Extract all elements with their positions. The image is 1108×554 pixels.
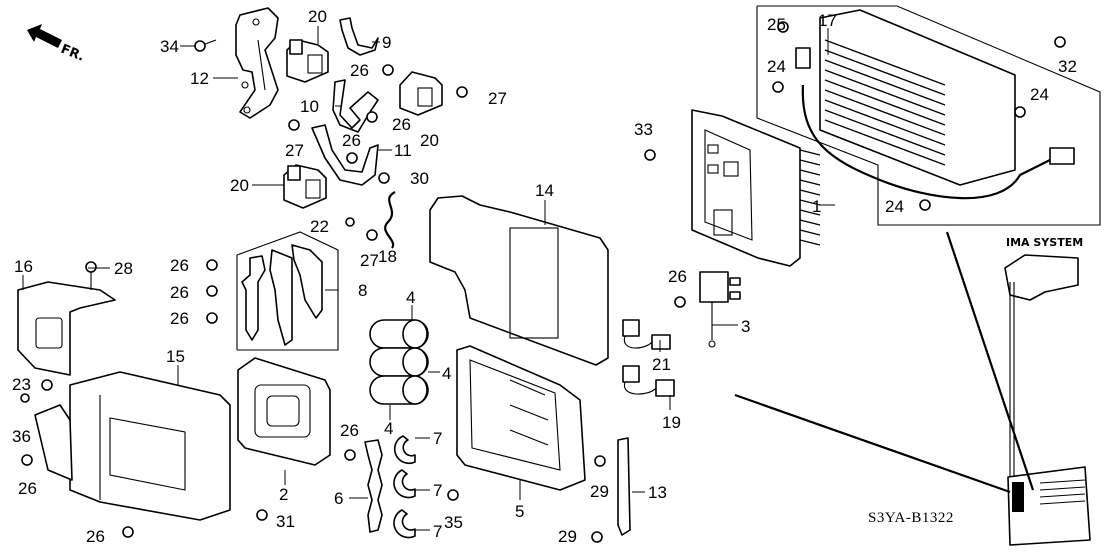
- front-direction-arrow-icon: FR.: [27, 24, 86, 65]
- callout-3: 3: [741, 317, 750, 336]
- callout-7: 7: [433, 522, 442, 541]
- callout-16: 16: [14, 257, 33, 276]
- sensor-20-right: [399, 71, 443, 116]
- callout-27: 27: [360, 251, 379, 270]
- callout-4: 4: [406, 288, 415, 307]
- callout-20: 20: [308, 7, 327, 26]
- callout-26: 26: [170, 256, 189, 275]
- callout-36: 36: [12, 427, 31, 446]
- callout-18: 18: [378, 247, 397, 266]
- harness-21: [622, 319, 671, 350]
- stay-13: [617, 437, 631, 536]
- inset-pointer-line-a: [945, 231, 1035, 491]
- bracket-side: [34, 404, 73, 481]
- callout-27: 27: [285, 141, 304, 160]
- callout-27: 27: [488, 89, 507, 108]
- fasteners: [20, 21, 1066, 543]
- callout-6: 6: [334, 489, 343, 508]
- cover-16: [17, 281, 116, 376]
- callout-10: 10: [300, 97, 319, 116]
- cover-14: [429, 195, 609, 366]
- leader-lines: [22, 26, 835, 531]
- callout-12: 12: [190, 69, 209, 88]
- pcu-module-1: [691, 109, 821, 267]
- callout-30: 30: [410, 169, 429, 188]
- callout-26: 26: [392, 115, 411, 134]
- callout-28: 28: [114, 259, 133, 278]
- callouts: 1 2 3 4 4 4 5 6 7 7 7 8 9 10 11 12 13 14…: [12, 7, 1077, 546]
- callout-29: 29: [590, 482, 609, 501]
- capacitors-4: [369, 319, 429, 405]
- callout-24: 24: [1030, 85, 1049, 104]
- frame-5: [456, 345, 586, 491]
- callout-20: 20: [230, 176, 249, 195]
- callout-15: 15: [166, 347, 185, 366]
- callout-7: 7: [433, 429, 442, 448]
- callout-21: 21: [652, 355, 671, 374]
- ima-system-inset: IMA SYSTEM: [1004, 236, 1091, 546]
- callout-17: 17: [818, 11, 837, 30]
- wire-18: [384, 191, 396, 249]
- callout-1: 1: [812, 197, 821, 216]
- callout-4: 4: [442, 364, 451, 383]
- callout-32: 32: [1058, 57, 1077, 76]
- callout-24: 24: [885, 197, 904, 216]
- callout-22: 22: [310, 217, 329, 236]
- ecu-2: [237, 357, 331, 466]
- callout-5: 5: [515, 502, 524, 521]
- callout-31: 31: [276, 512, 295, 531]
- callout-13: 13: [648, 483, 667, 502]
- callout-7: 7: [433, 481, 442, 500]
- inset-title: IMA SYSTEM: [1006, 236, 1083, 249]
- clamp-holder-6: [364, 439, 383, 533]
- callout-26: 26: [170, 283, 189, 302]
- callout-33: 33: [634, 120, 653, 139]
- callout-34: 34: [160, 37, 179, 56]
- bracket-set-8: [236, 231, 339, 351]
- callout-4: 4: [384, 419, 393, 438]
- part-12-bracket: [235, 7, 279, 119]
- sensor-20-left: [283, 164, 327, 209]
- callout-26: 26: [170, 309, 189, 328]
- callout-26: 26: [342, 131, 361, 150]
- callout-20: 20: [420, 131, 439, 150]
- stay-9: [339, 17, 379, 56]
- callout-9: 9: [382, 33, 391, 52]
- stay-11: [311, 124, 379, 186]
- callout-26: 26: [340, 421, 359, 440]
- callout-26: 26: [668, 267, 687, 286]
- diagram-code: S3YA-B1322: [868, 510, 954, 526]
- inset-pointer-line-b: [734, 393, 1011, 494]
- callout-24: 24: [767, 57, 786, 76]
- battery-module-17: [756, 5, 1101, 226]
- clamps-7: [393, 435, 416, 539]
- harness-19: [622, 365, 675, 397]
- relay-3: [699, 271, 741, 348]
- callout-23: 23: [12, 375, 31, 394]
- sensor-20-top: [286, 39, 329, 83]
- callout-26: 26: [18, 479, 37, 498]
- bolt-34: [194, 39, 217, 52]
- callout-14: 14: [535, 181, 554, 200]
- callout-19: 19: [662, 413, 681, 432]
- callout-35: 35: [444, 513, 463, 532]
- stay-10: [332, 79, 379, 133]
- callout-29: 29: [558, 527, 577, 546]
- callout-8: 8: [358, 281, 367, 300]
- callout-2: 2: [279, 485, 288, 504]
- callout-26: 26: [86, 527, 105, 546]
- box-15: [69, 371, 231, 521]
- callout-11: 11: [394, 141, 412, 160]
- callout-26: 26: [350, 61, 369, 80]
- front-direction-label: FR.: [59, 42, 87, 65]
- callout-25: 25: [767, 15, 786, 34]
